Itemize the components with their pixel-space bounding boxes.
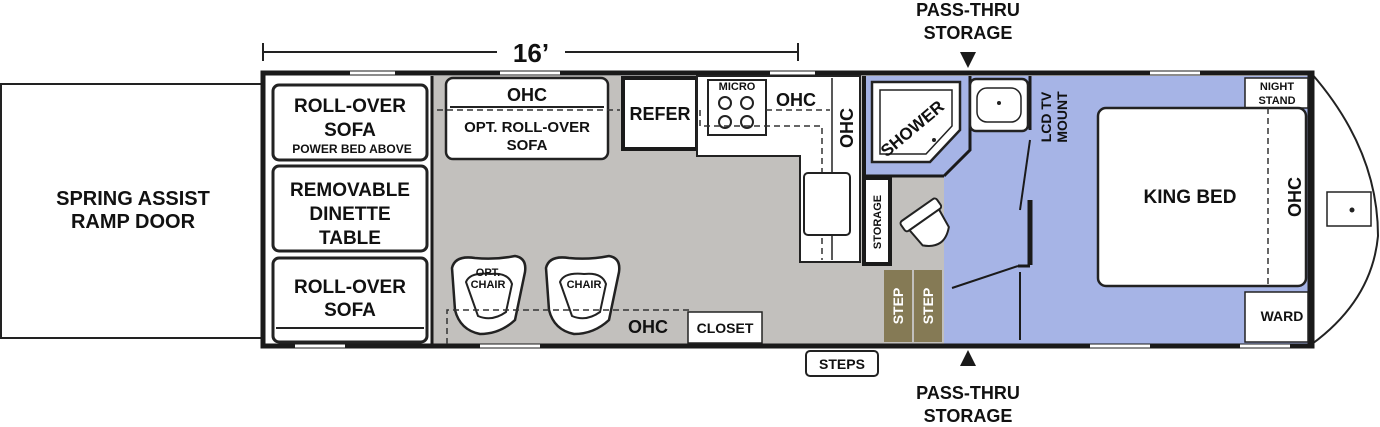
shower-drain-icon [932,138,936,142]
ramp-door-label-1: SPRING ASSIST [56,188,210,210]
opt-chair-label-1: OPT. [476,267,500,279]
closet [687,311,763,344]
sofa-rear-label-2: SOFA [324,300,376,321]
hitch-box [1326,191,1372,227]
lcd-tv-label-1: LCD TV [1038,91,1054,142]
chair-label: CHAIR [567,279,602,291]
sofa-front-label-1: ROLL-OVER [294,96,406,117]
ohc-label-top: OHC [507,85,547,105]
shower-inner [879,89,953,155]
sink-drain-icon [997,101,1001,105]
closet-label: CLOSET [697,320,754,336]
ramp-door-label-2: RAMP DOOR [71,211,196,233]
refrigerator [621,76,699,151]
opt-chair-label-2: CHAIR [471,279,506,291]
front-cap [1311,73,1380,345]
lcd-tv-label-2: MOUNT [1054,91,1070,143]
dimension-marker: 16’ [262,38,799,68]
step-right [914,270,942,342]
night-stand [1244,77,1309,109]
sofa-front-label-2: SOFA [324,120,376,141]
storage-label: STORAGE [872,195,884,249]
pass-thru-bottom-label-1: PASS-THRU [916,383,1020,403]
ohc-label-galley: OHC [776,90,816,110]
roll-over-sofa-rear [271,256,429,344]
step-label-right: STEP [920,288,936,325]
ohc-label-bed: OHC [1285,177,1305,217]
hitch-pin-icon [1349,207,1355,213]
night-stand-label-2: STAND [1258,95,1295,107]
dinette-label-3: TABLE [319,228,381,249]
refer-label: REFER [629,104,690,124]
step-left [884,270,912,342]
king-bed [1096,106,1308,288]
wardrobe [1244,291,1309,343]
arrow-down-icon [960,52,976,68]
steps-label: STEPS [819,356,865,372]
dimension-label: 16’ [513,38,549,68]
entry-steps [805,350,879,377]
power-bed-note: POWER BED ABOVE [292,142,412,156]
king-bed-label: KING BED [1144,187,1237,208]
ohc-dash-bottom [446,309,690,344]
opt-sofa-label-2: SOFA [507,137,548,154]
ward-label: WARD [1261,308,1304,324]
roll-over-sofa-front [271,83,429,162]
bedroom-partition [951,139,1033,340]
opt-sofa-label-1: OPT. ROLL-OVER [464,119,590,136]
ohc-label-bottom: OHC [628,317,668,337]
opt-chair [450,254,527,336]
opt-roll-over-sofa [444,76,610,161]
sink [803,172,851,236]
step-label-left: STEP [890,288,906,325]
burner-icons [718,96,754,129]
arrow-up-icon [960,350,976,366]
exterior-walls [260,70,1315,349]
pass-thru-bottom-label-2: STORAGE [924,406,1013,426]
ohc-label-side: OHC [837,108,857,148]
dinette-label-2: DINETTE [309,204,390,225]
chair [544,254,621,336]
pass-thru-top-label-1: PASS-THRU [916,0,1020,20]
dinette-label-1: REMOVABLE [290,180,410,201]
toilet [899,197,950,247]
micro-label: MICRO [719,81,756,93]
pass-thru-top-label-2: STORAGE [924,23,1013,43]
night-stand-label-1: NIGHT [1260,81,1295,93]
ramp-door [0,83,263,339]
dinette-table [271,164,429,253]
sofa-rear-label-1: ROLL-OVER [294,277,406,298]
